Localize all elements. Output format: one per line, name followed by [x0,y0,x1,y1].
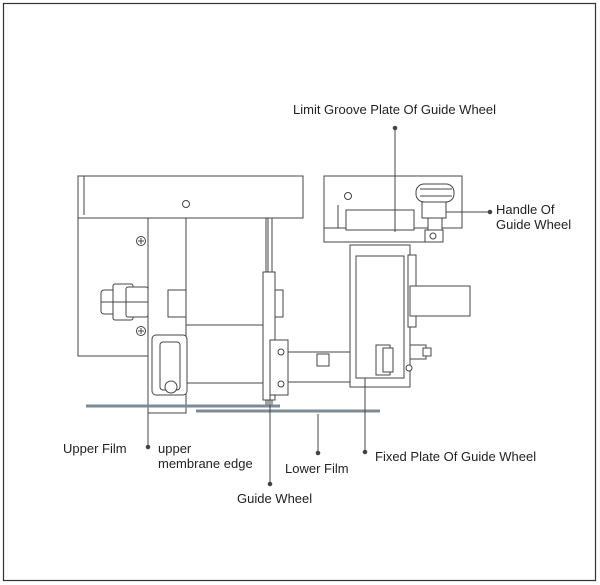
upper-membrane-line2: membrane edge [158,456,253,471]
upper-membrane-line1: upper [158,441,192,456]
left-housing [77,175,304,357]
handle-of-guide-wheel-label: Handle Of Guide Wheel [496,202,571,232]
upper-film-label: Upper Film [63,441,127,456]
guide-shaft [287,351,357,383]
handle-label-line1: Handle Of [496,202,555,217]
handle-knob [415,183,455,243]
limit-groove-plate-label: Limit Groove Plate Of Guide Wheel [293,102,497,117]
cable-gland [100,283,149,321]
guide-wheel-body [151,217,273,407]
fixed-plate-label: Fixed Plate Of Guide Wheel [375,449,537,464]
upper-membrane-edge-label: upper membrane edge [158,441,253,471]
handle-label-line2: Guide Wheel [496,217,572,232]
guide-wheel-label: Guide Wheel [237,491,313,506]
guide-wheel-plate [262,271,289,401]
fixed-plate [349,244,471,388]
lower-film-label: Lower Film [285,461,349,476]
